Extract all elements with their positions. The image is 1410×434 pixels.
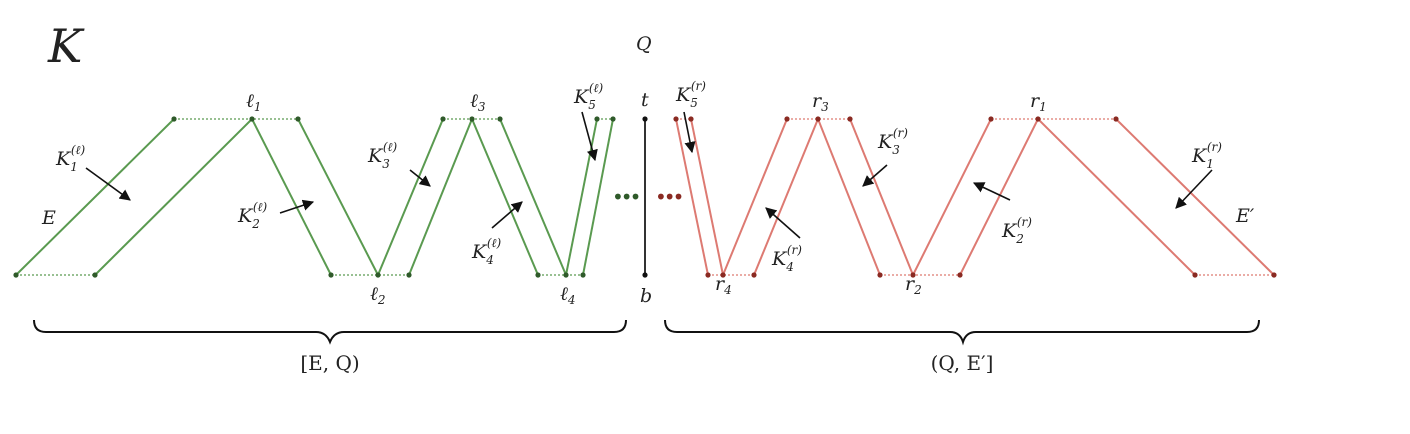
right-strip-line: [959, 118, 1039, 276]
left-vertex: [535, 272, 541, 278]
left-zigzag: [13, 116, 616, 278]
left-vertex: [497, 116, 503, 122]
piece-label-k3-left: K3(ℓ): [367, 140, 398, 171]
arrow-k5-right: [683, 111, 696, 154]
left-vertex: [594, 116, 600, 122]
left-strip-line: [471, 118, 539, 276]
piece-label-k1-right: K1(r): [1191, 140, 1222, 171]
left-vertex: [328, 272, 334, 278]
right-strip-line: [753, 118, 819, 276]
right-vertex: [847, 116, 853, 122]
arrow-k2-right: [972, 182, 1011, 201]
right-vertex: [1113, 116, 1119, 122]
left-strip-line: [565, 118, 598, 276]
piece-label-k3-right: K3(r): [877, 126, 908, 157]
right-strip-line: [675, 118, 709, 276]
right-vertex: [988, 116, 994, 122]
q-top-point: [642, 116, 648, 122]
piece-label-k2-left: K2(ℓ): [237, 200, 268, 231]
edge-e-line: [15, 118, 175, 276]
vertex-label-r1: r1: [1030, 90, 1047, 114]
left-strip-line: [377, 118, 444, 276]
right-vertex: [1035, 116, 1041, 122]
vertex-label-l3: ℓ3: [470, 90, 486, 114]
left-vertex: [440, 116, 446, 122]
right-vertex: [877, 272, 883, 278]
piece-label-k4-right: K4(r): [771, 243, 802, 274]
vertex-label-l2: ℓ2: [370, 283, 386, 307]
right-vertex: [1271, 272, 1277, 278]
right-interval-label: (Q, E′]: [931, 351, 994, 375]
right-vertex: [705, 272, 711, 278]
vertex-label-r3: r3: [812, 90, 829, 114]
right-strip-line: [690, 118, 724, 276]
arrow-k5-left: [581, 111, 598, 162]
vertex-label-l4: ℓ4: [560, 283, 576, 307]
vertex-label-r2: r2: [905, 273, 922, 297]
right-strip-line: [849, 118, 914, 276]
piece-label-k2-right: K2(r): [1001, 215, 1032, 246]
right-vertex: [784, 116, 790, 122]
right-zigzag: [673, 116, 1277, 278]
arrow-k4-left: [491, 201, 523, 229]
left-vertex: [406, 272, 412, 278]
left-vertex: [92, 272, 98, 278]
arrow-k2-left: [279, 199, 315, 214]
arrow-k3-left: [409, 169, 431, 187]
piece-label-k1-left: K1(ℓ): [55, 143, 86, 174]
left-brace: [33, 319, 627, 345]
right-vertex: [957, 272, 963, 278]
left-vertex: [295, 116, 301, 122]
left-vertex: [610, 116, 616, 122]
right-vertex: [720, 272, 726, 278]
right-vertex: [815, 116, 821, 122]
edge-e-label: E: [41, 207, 56, 229]
edge-e-prime-line: [1115, 118, 1275, 276]
piece-arrows: [85, 111, 1213, 239]
right-vertex: [751, 272, 757, 278]
left-strip-line: [582, 118, 614, 276]
right-vertex: [1192, 272, 1198, 278]
left-vertex: [249, 116, 255, 122]
right-vertex: [688, 116, 694, 122]
right-strip-line: [1037, 118, 1196, 276]
right-vertex: [673, 116, 679, 122]
vertex-label-l1: ℓ1: [246, 90, 262, 114]
left-strip-line: [408, 118, 473, 276]
right-ellipsis: •••: [655, 185, 682, 209]
arrow-k3-right: [862, 164, 888, 187]
piece-label-k5-left: K5(ℓ): [573, 81, 604, 112]
left-vertex: [563, 272, 569, 278]
left-strip-line: [499, 118, 567, 276]
left-ellipsis: •••: [612, 185, 639, 209]
left-interval-label: [E, Q): [300, 351, 359, 375]
center-q: Q t b: [636, 33, 652, 307]
q-label: Q: [636, 33, 652, 55]
left-vertex: [171, 116, 177, 122]
left-vertex: [13, 272, 19, 278]
arrow-k4-right: [765, 207, 801, 239]
left-vertex: [469, 116, 475, 122]
left-vertex: [580, 272, 586, 278]
right-brace: [664, 319, 1260, 346]
left-vertex: [375, 272, 381, 278]
diagram-title: K: [47, 19, 85, 73]
left-strip-line: [297, 118, 379, 276]
left-strip-line: [251, 118, 332, 276]
bottom-label: b: [640, 285, 652, 307]
right-strip-line: [722, 118, 788, 276]
arrow-k1-left: [85, 167, 131, 201]
left-strip-line: [94, 118, 253, 276]
piece-label-k5-right: K5(r): [675, 79, 706, 110]
edge-e-prime-label: E′: [1235, 205, 1255, 227]
vertex-label-r4: r4: [715, 273, 732, 297]
arrow-k1-right: [1175, 169, 1213, 209]
right-strip-line: [817, 118, 881, 276]
piece-label-k4-left: K4(ℓ): [471, 236, 502, 267]
right-strip-line: [912, 118, 992, 276]
q-bottom-point: [642, 272, 648, 278]
right-vertex: [910, 272, 916, 278]
top-label: t: [641, 89, 649, 111]
